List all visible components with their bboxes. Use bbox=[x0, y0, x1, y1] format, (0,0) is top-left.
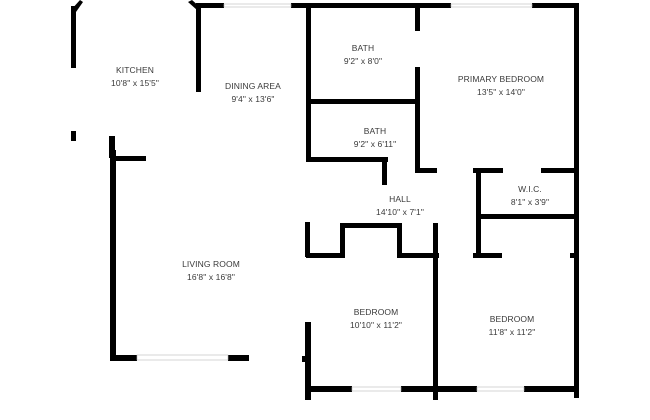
room-label-kitchen: KITCHEN 10'8" x 15'5" bbox=[111, 64, 159, 90]
room-name: PRIMARY BEDROOM bbox=[457, 74, 545, 84]
room-name: BATH bbox=[351, 43, 375, 53]
room-label-bath-2: BATH 9'2" x 6'11" bbox=[354, 125, 396, 151]
room-name: HALL bbox=[389, 194, 411, 204]
room-name: BATH bbox=[363, 126, 387, 136]
room-dimensions: 14'10" x 7'1" bbox=[376, 207, 424, 217]
room-label-hall: HALL 14'10" x 7'1" bbox=[376, 193, 424, 219]
room-dimensions: 16'8" x 16'8" bbox=[187, 272, 235, 282]
room-dimensions: 10'10" x 11'2" bbox=[349, 320, 403, 330]
room-dimensions: 9'2" x 6'11" bbox=[353, 139, 397, 149]
room-name: LIVING ROOM bbox=[182, 259, 240, 269]
room-dimensions: 9'4" x 13'6" bbox=[231, 94, 275, 104]
room-label-living-room: LIVING ROOM 16'8" x 16'8" bbox=[182, 258, 240, 284]
room-name: W.I.C. bbox=[518, 184, 542, 194]
room-label-primary-bedroom: PRIMARY BEDROOM 13'5" x 14'0" bbox=[458, 73, 544, 99]
room-name: BEDROOM bbox=[489, 314, 535, 324]
room-dimensions: 9'2" x 8'0" bbox=[343, 56, 383, 66]
room-label-bath-1: BATH 9'2" x 8'0" bbox=[344, 42, 382, 68]
room-dimensions: 10'8" x 15'5" bbox=[111, 78, 159, 88]
room-label-bedroom-1: BEDROOM 10'10" x 11'2" bbox=[350, 306, 402, 332]
room-dimensions: 13'5" x 14'0" bbox=[477, 87, 525, 97]
room-name: DINING AREA bbox=[225, 81, 281, 91]
room-dimensions: 8'1" x 3'9" bbox=[510, 197, 550, 207]
room-name: BEDROOM bbox=[353, 307, 399, 317]
room-dimensions: 11'8" x 11'2" bbox=[488, 327, 536, 337]
room-label-wic: W.I.C. 8'1" x 3'9" bbox=[511, 183, 549, 209]
room-label-dining-area: DINING AREA 9'4" x 13'6" bbox=[225, 80, 281, 106]
room-name: KITCHEN bbox=[115, 65, 155, 75]
room-label-bedroom-2: BEDROOM 11'8" x 11'2" bbox=[489, 313, 536, 339]
